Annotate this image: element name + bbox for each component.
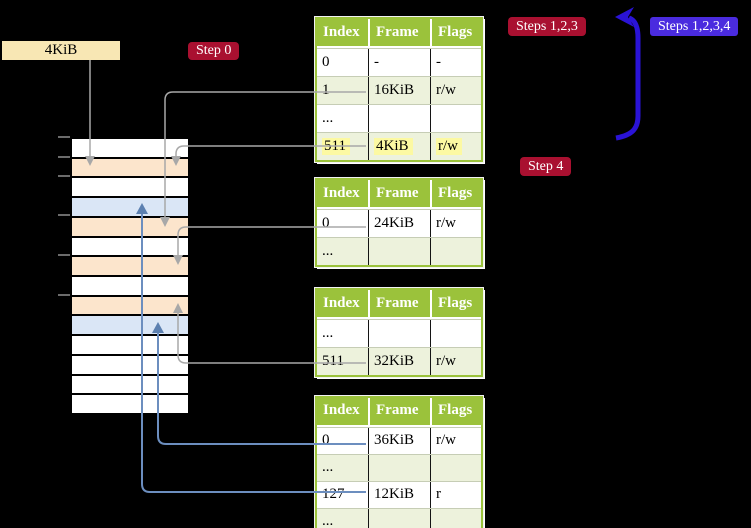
table-cell: 0: [322, 215, 330, 231]
column-header: Flags: [430, 180, 481, 207]
table-cell: [368, 320, 430, 347]
table-cell: 0: [322, 54, 330, 70]
table-cell: 12KiB: [368, 482, 430, 508]
step-4-badge: Step 4: [520, 157, 572, 176]
column-header: Index: [323, 24, 360, 40]
highlighted-value: r/w: [436, 138, 462, 155]
table-cell: [368, 509, 430, 528]
column-header: Index: [323, 295, 360, 311]
column-header: Frame: [368, 290, 430, 317]
memory-frame-row: [72, 316, 188, 337]
column-header: Frame: [368, 180, 430, 207]
table-cell: 24KiB: [368, 210, 430, 237]
column-header: Frame: [368, 19, 430, 46]
steps-123-badge: Steps 1,2,3: [508, 17, 586, 36]
frame-size-label: 4KiB: [2, 41, 120, 60]
steps-1234-badge: Steps 1,2,3,4: [650, 17, 739, 36]
table-cell: ...: [322, 110, 334, 126]
memory-frame-row: [72, 296, 188, 317]
table-cell: 1: [322, 82, 330, 98]
column-header: Flags: [430, 19, 481, 46]
table-cell: 511: [317, 133, 368, 160]
memory-frame-row: [72, 178, 188, 199]
table-row: ...: [317, 104, 481, 132]
table-cell: ...: [322, 513, 334, 528]
column-header: Index: [323, 402, 360, 418]
table-cell: 36KiB: [368, 428, 430, 454]
table-cell: 4KiB: [368, 133, 430, 160]
steps-loop-arrow: [615, 7, 641, 141]
memory-frame-row: [72, 237, 188, 258]
table-row: ...: [317, 454, 481, 481]
table-cell: [430, 455, 481, 481]
physical-memory-column: [70, 137, 190, 415]
table-cell: ...: [322, 325, 334, 341]
table-cell: [368, 238, 430, 265]
address-tick-marks: [58, 136, 70, 296]
table-cell: 32KiB: [368, 348, 430, 375]
highlighted-value: 4KiB: [374, 138, 413, 155]
memory-frame-row: [72, 336, 188, 356]
table-cell: r/w: [430, 210, 481, 237]
table-cell: ...: [322, 459, 334, 475]
column-header: Flags: [430, 290, 481, 317]
memory-frame-row: [72, 355, 188, 376]
table-cell: -: [430, 49, 481, 76]
memory-frame-row: [72, 257, 188, 278]
table-cell: 16KiB: [368, 77, 430, 104]
table-cell: r/w: [430, 428, 481, 454]
memory-frame-row: [72, 277, 188, 297]
table-cell: [430, 320, 481, 347]
table-cell: 127: [322, 486, 345, 502]
table-cell: 0: [322, 432, 330, 448]
memory-frame-row: [72, 139, 188, 159]
table-cell: [430, 509, 481, 528]
table-cell: -: [368, 49, 430, 76]
memory-frame-row: [72, 217, 188, 238]
table-row: ...: [317, 237, 481, 265]
table-cell: [368, 105, 430, 132]
table-cell: ...: [322, 243, 334, 259]
table-row: ...: [317, 508, 481, 528]
column-header: Flags: [430, 398, 481, 425]
table-row: ...: [317, 319, 481, 347]
table-cell: [430, 238, 481, 265]
table-cell: 511: [322, 353, 344, 369]
column-header: Frame: [368, 398, 430, 425]
memory-frame-row: [72, 198, 188, 218]
table-row: 0 --: [317, 48, 481, 76]
highlighted-value: 511: [322, 138, 350, 155]
column-header: Index: [323, 185, 360, 201]
memory-frame-row: [72, 375, 188, 396]
table-cell: [430, 105, 481, 132]
step-0-badge: Step 0: [188, 42, 240, 60]
memory-frame-row: [72, 395, 188, 414]
table-cell: r: [430, 482, 481, 508]
memory-frame-row: [72, 158, 188, 179]
table-cell: r/w: [430, 77, 481, 104]
table-cell: [368, 455, 430, 481]
table-row: 511 4KiB r/w: [317, 132, 481, 160]
table-cell: r/w: [430, 133, 481, 160]
table-cell: r/w: [430, 348, 481, 375]
